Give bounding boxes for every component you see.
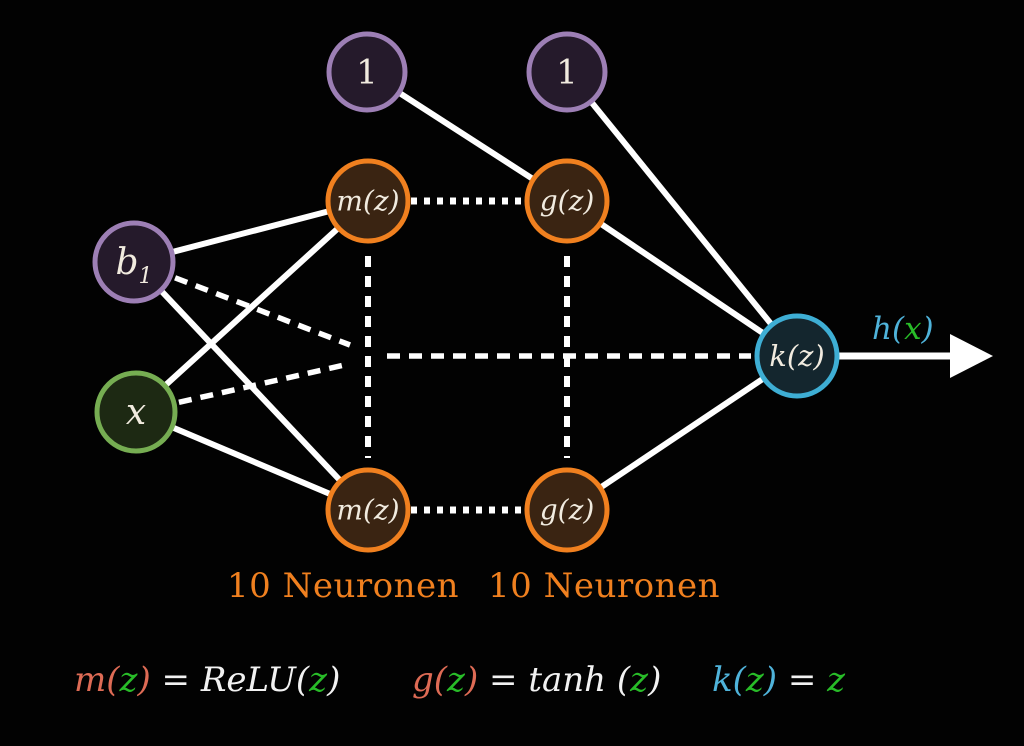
formula-part: ReLU( [200, 660, 310, 700]
node-m-bottom: m(z) [325, 467, 411, 553]
formula-part: z [447, 660, 465, 700]
node-g-bottom: g(z) [524, 467, 610, 553]
node-label-input-x: x [126, 392, 146, 433]
formula-part: h( [872, 311, 905, 347]
node-circle-g-top [524, 158, 610, 244]
formula-part: ) [921, 311, 934, 347]
node-bias-hidden-2: 1 [526, 31, 608, 113]
node-input-bias: b1 [92, 220, 176, 304]
formula-part: z [309, 660, 328, 700]
formula-identity: k(z) = z [712, 660, 845, 700]
formula-part: ) [327, 660, 341, 700]
formula-part: ) [763, 660, 778, 700]
node-circle-output-k [754, 313, 840, 399]
node-input-x: x [94, 370, 178, 454]
formula-part: = [777, 660, 828, 700]
formula-part: z [745, 660, 764, 700]
node-label-g-bottom: g(z) [540, 494, 595, 527]
node-circle-m-bottom [325, 467, 411, 553]
formula-part: ) [648, 660, 662, 700]
node-g-top: g(z) [524, 158, 610, 244]
formula-relu: m(z) = ReLU(z) [74, 660, 340, 700]
formula-tanh: g(z) = tanh (z) [412, 660, 661, 700]
node-label-bias-hidden-1: 1 [356, 53, 378, 93]
node-output-k: k(z) [754, 313, 840, 399]
formula-part: z [119, 660, 138, 700]
edge-b1-to-hidden-ellipsis [133, 259, 351, 348]
formula-part: = [478, 660, 529, 700]
output-function-label: h(x) [872, 311, 934, 347]
node-circle-input-bias [92, 220, 176, 304]
node-label-bias-hidden-2: 1 [556, 53, 578, 93]
formula-part: m( [74, 660, 120, 700]
node-circle-m-top [325, 158, 411, 244]
output-arrow-head [950, 334, 993, 378]
node-circle-bias-hidden-2 [526, 31, 608, 113]
formula-part: = [150, 660, 201, 700]
node-label-m-top: m(z) [336, 185, 399, 218]
edge-bias2-to-k [564, 70, 800, 358]
node-m-top: m(z) [325, 158, 411, 244]
formula-part: z [630, 660, 649, 700]
formula-part: x [904, 311, 922, 347]
layer-label-g-neurons: 10 Neuronen [488, 566, 720, 606]
formula-part: g( [412, 660, 448, 700]
node-label-m-bottom: m(z) [336, 494, 399, 527]
node-circle-input-x [94, 370, 178, 454]
formula-part: k( [712, 660, 746, 700]
edge-x-to-m-top [133, 198, 371, 415]
node-label-output-k: k(z) [769, 339, 824, 373]
node-bias-hidden-1: 1 [326, 31, 408, 113]
edge-g-top-to-k [565, 198, 799, 359]
node-circle-g-bottom [524, 467, 610, 553]
edge-g-bottom-to-k [565, 353, 799, 513]
edge-x-to-hidden-ellipsis [135, 361, 350, 415]
formula-part: tanh ( [528, 660, 631, 700]
node-circle-bias-hidden-1 [326, 31, 408, 113]
formula-part: ) [464, 660, 479, 700]
formula-part: ) [137, 660, 151, 700]
formula-part: z [827, 660, 846, 700]
layer-label-m-neurons: 10 Neuronen [227, 566, 459, 606]
node-label-g-top: g(z) [540, 185, 595, 218]
